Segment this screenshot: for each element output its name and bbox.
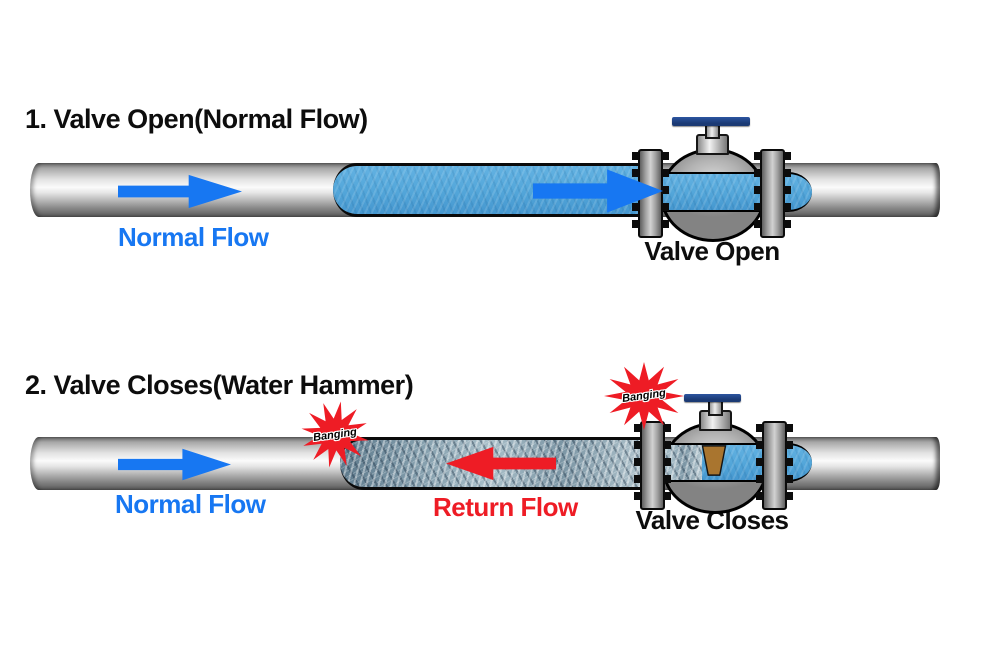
banging-burst-valve: Banging [604,362,684,430]
banging-burst-pipe: Banging [301,401,369,468]
valve-2-handle [684,394,741,402]
valve-2-left-flange [634,421,671,510]
valve-1-handle [672,117,750,126]
normal-flow-label-2: Normal Flow [115,489,266,519]
section2-title: 2. Valve Closes(Water Hammer) [25,370,414,400]
valve-2-gate-wedge [701,445,727,476]
section1-title: 1. Valve Open(Normal Flow) [25,104,368,134]
valve-1-right-flange [754,149,791,238]
normal-flow-label-1: Normal Flow [118,222,269,252]
return-flow-label: Return Flow [433,492,578,522]
valve-2-right-flange [756,421,793,510]
